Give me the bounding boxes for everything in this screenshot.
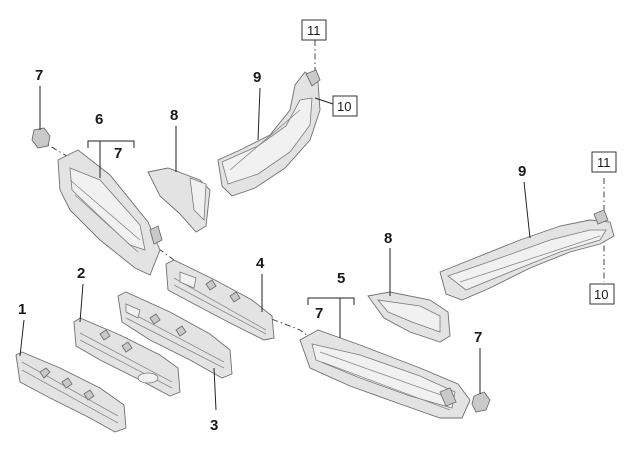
callout-11-left: 11 (307, 23, 321, 38)
part-7-clip-right (471, 391, 491, 413)
callout-4: 4 (256, 255, 265, 272)
part-8-air-guide-right (367, 291, 451, 343)
callout-7-top: 7 (35, 67, 43, 84)
part-2-grille-strip (73, 317, 181, 397)
callout-9-left: 9 (253, 69, 261, 86)
leader-3 (213, 367, 217, 411)
part-4-grille-strip (165, 259, 275, 341)
part-7-clip-left (31, 127, 51, 149)
part-6-duct-frame (57, 149, 163, 276)
part-9-air-duct-left (217, 69, 321, 197)
callout-10-right: 10 (594, 287, 608, 302)
box-11-right (591, 151, 617, 173)
callout-8-right: 8 (384, 230, 392, 247)
callout-9-right: 9 (518, 163, 526, 180)
part-1-grille-strip (15, 351, 127, 433)
leader-9-left (257, 87, 261, 141)
leader-9-right (523, 181, 531, 239)
leader-10-left (314, 97, 334, 105)
part-5-duct-frame (299, 329, 471, 419)
part-9-air-duct-right (439, 209, 615, 301)
part-8-air-guide-left (147, 167, 211, 233)
callout-5-sub-7: 7 (315, 305, 323, 322)
callout-2: 2 (77, 265, 85, 282)
part-3-grille-strip (117, 291, 233, 379)
bracket-6 (87, 140, 135, 178)
callout-3: 3 (210, 417, 218, 434)
callout-6: 6 (95, 111, 103, 128)
bracket-5 (307, 297, 355, 338)
callout-7-right: 7 (474, 329, 482, 346)
box-10-left (332, 95, 358, 117)
box-10-right (589, 283, 615, 305)
callout-1: 1 (18, 301, 26, 318)
callout-6-sub-7: 7 (114, 145, 122, 162)
callout-11-right: 11 (597, 155, 611, 170)
callout-5: 5 (337, 270, 345, 287)
leader-2 (79, 283, 84, 323)
leader-1 (19, 319, 25, 357)
callout-10-left: 10 (337, 99, 351, 114)
box-11-left (301, 19, 327, 41)
callout-8-left: 8 (170, 107, 178, 124)
